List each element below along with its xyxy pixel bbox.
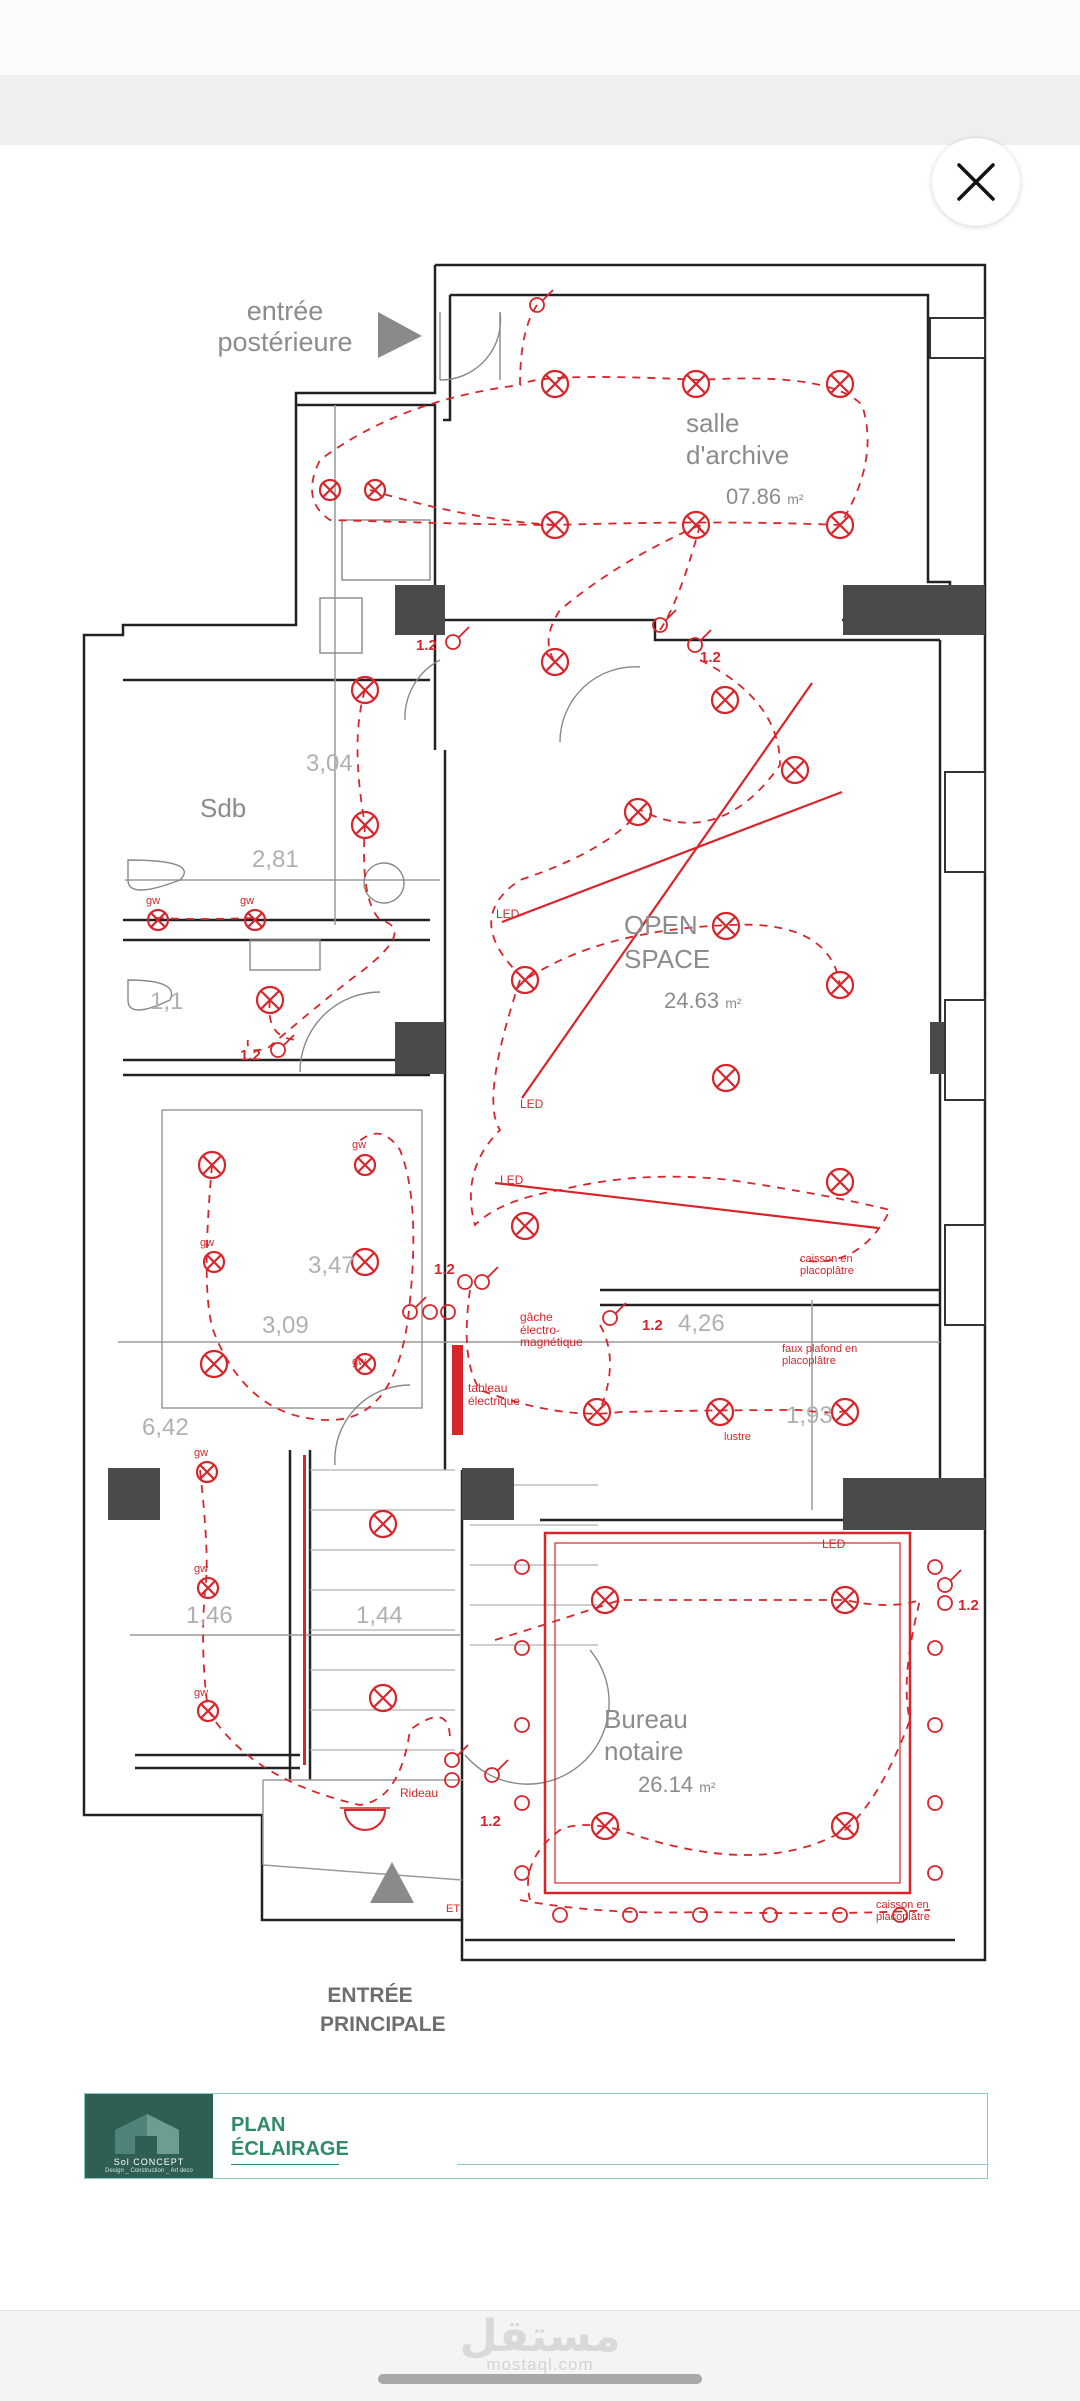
- top-status-area: [0, 0, 1080, 75]
- annotation-line: gâche: [520, 1310, 553, 1324]
- annotation-gw: gw: [352, 1356, 367, 1368]
- label-entry-back-line1: entrée: [246, 296, 324, 326]
- open-area-value: 24.63: [664, 988, 720, 1013]
- label-open-space: OPEN SPACE: [624, 912, 710, 972]
- annotation-lustre: lustre: [724, 1431, 751, 1443]
- legend-underline: [231, 2164, 339, 2165]
- annotation-height: 1.2: [416, 637, 437, 654]
- annotation-height: 1.2: [700, 649, 721, 666]
- dimension-label: 6,42: [142, 1414, 189, 1441]
- close-icon: [957, 163, 995, 201]
- annotation-gw: gw: [194, 1563, 209, 1575]
- annotation-led: LED: [520, 1097, 544, 1111]
- house-logo-icon: [115, 2114, 179, 2154]
- label-open-area: 24.63 m²: [664, 990, 742, 1012]
- label-bureau-line2: notaire: [604, 1736, 684, 1766]
- company-logo: Sol CONCEPT Design _ Construction _ Art …: [85, 2094, 213, 2178]
- dimension-label: 3,47: [308, 1252, 355, 1279]
- legend-divider: [457, 2164, 987, 2165]
- annotation-line: placoplâtre: [876, 1910, 930, 1923]
- annotation-line: tableau: [468, 1381, 508, 1395]
- unit: m²: [725, 995, 742, 1011]
- annotation-line: caisson en: [800, 1253, 853, 1265]
- dimension-label: 3,04: [306, 750, 353, 777]
- logo-tagline: Design _ Construction _ Art deco: [105, 2168, 193, 2174]
- annotation-gw: gw: [194, 1447, 209, 1459]
- annotation-rideau: Rideau: [400, 1786, 439, 1800]
- dimension-label: 1,46: [186, 1602, 233, 1629]
- unit: m²: [787, 491, 804, 507]
- legend-title-line1: PLAN: [231, 2114, 286, 2136]
- label-bureau-line1: Bureau: [604, 1704, 688, 1734]
- annotation-gw: gw: [200, 1237, 215, 1249]
- label-entree-line2: PRINCIPALE: [320, 2013, 446, 2036]
- dimension-label: 1,44: [356, 1602, 403, 1629]
- label-bureau: Bureau notaire: [604, 1706, 688, 1764]
- label-archive-area: 07.86 m²: [726, 486, 804, 508]
- label-open-line2: SPACE: [624, 944, 711, 974]
- watermark-latin: mostaql.com: [486, 2355, 594, 2374]
- annotation-led: LED: [496, 907, 520, 921]
- unit: m²: [699, 1779, 716, 1795]
- bureau-area-value: 26.14: [638, 1772, 694, 1797]
- dimension-label: 3,09: [262, 1312, 309, 1339]
- label-open-line1: OPEN: [624, 910, 698, 940]
- annotation-line: faux plafond en: [782, 1343, 858, 1355]
- label-entry-back: entrée postérieure: [212, 298, 358, 356]
- dimension-label: 1,93: [786, 1402, 833, 1429]
- annotation-gw: gw: [146, 895, 161, 907]
- walls: [82, 263, 987, 1962]
- label-archive: salle d'archive: [686, 410, 789, 468]
- label-archive-line1: salle: [686, 408, 740, 438]
- light-fixtures: [146, 369, 860, 1841]
- logo-name: Sol CONCEPT: [113, 2157, 185, 2167]
- entry-main-arrow: [370, 1862, 414, 1903]
- close-button[interactable]: [932, 138, 1020, 226]
- dimension-label: 1,1: [150, 988, 184, 1015]
- viewer-header-band: [0, 75, 1080, 145]
- archive-area-value: 07.86: [726, 484, 782, 509]
- label-entry-back-line2: postérieure: [217, 327, 353, 357]
- annotation-height: 1.2: [958, 1597, 979, 1614]
- annotation-line: caisson en: [876, 1899, 929, 1911]
- title-block: Sol CONCEPT Design _ Construction _ Art …: [84, 2093, 988, 2179]
- dimension-label: 4,26: [678, 1310, 725, 1337]
- dimension-label: 2,81: [252, 846, 299, 873]
- entry-back-arrow: [378, 312, 422, 358]
- annotation-line: placoplâtre: [782, 1354, 836, 1367]
- annotation-gw: gw: [352, 1139, 367, 1151]
- watermark-arabic: مستقل: [459, 2311, 621, 2362]
- annotation-height: 1.2: [434, 1261, 455, 1278]
- home-indicator[interactable]: [378, 2374, 702, 2384]
- annotation-line: placoplâtre: [800, 1264, 854, 1277]
- annotation-gw: gw: [240, 895, 255, 907]
- label-entree-principale: ENTRÉE PRINCIPALE: [320, 1984, 446, 2036]
- label-archive-line2: d'archive: [686, 440, 790, 470]
- label-sdb: Sdb: [200, 793, 247, 823]
- annotation-led: LED: [822, 1537, 846, 1551]
- annotation-height: 1.2: [240, 1047, 261, 1064]
- annotation-gw: gw: [194, 1687, 209, 1699]
- annotation-led: LED: [500, 1173, 524, 1187]
- annotation-et: ET: [446, 1903, 461, 1915]
- label-entree-line1: ENTRÉE: [327, 1984, 413, 2007]
- legend-title-line2: ÉCLAIRAGE: [231, 2138, 349, 2160]
- label-bureau-area: 26.14 m²: [638, 1774, 716, 1796]
- annotation-line: électrique: [468, 1393, 521, 1408]
- annotation-line: électro-: [520, 1322, 561, 1337]
- annotation-height: 1.2: [642, 1317, 663, 1334]
- annotation-line: magnétique: [520, 1335, 583, 1350]
- annotation-height: 1.2: [480, 1813, 501, 1830]
- bottom-bar: مستقل mostaql.com: [0, 2310, 1080, 2401]
